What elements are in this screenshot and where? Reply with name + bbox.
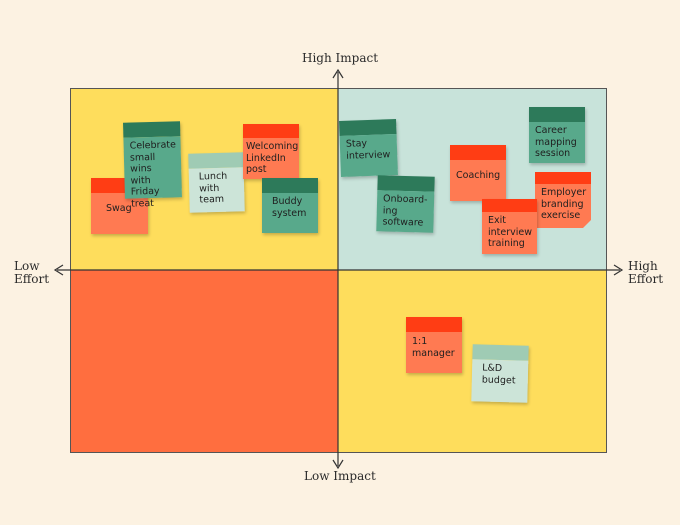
axis-label-high-effort: High Effort <box>628 259 664 286</box>
note-text: 1:1 manager <box>412 336 455 359</box>
sticky-note-lunch-with-team[interactable]: Lunch with team <box>188 152 245 213</box>
note-header <box>535 172 591 184</box>
note-text: Lunch with team <box>198 170 228 206</box>
note-text: Celebrate small wins with Friday treat <box>129 139 177 210</box>
sticky-note-l-and-d-budget[interactable]: L&D budget <box>471 344 529 403</box>
note-text: Employer branding exercise <box>541 187 587 221</box>
note-header <box>450 145 506 160</box>
sticky-note-welcoming-linkedin-post[interactable]: Welcoming LinkedIn post <box>243 124 299 179</box>
note-text: Exit interview training <box>488 215 533 249</box>
axis-label-high-impact: High Impact <box>302 51 379 65</box>
axis-label-low-effort: Low Effort <box>14 259 50 286</box>
note-text: Coaching <box>456 170 501 181</box>
sticky-note-exit-interview-training[interactable]: Exit interview training <box>482 199 537 254</box>
note-header <box>377 175 435 192</box>
note-header <box>123 121 181 138</box>
note-text: Onboard- ing software <box>382 193 428 229</box>
quadrant-low-effort-low-impact <box>70 270 338 453</box>
note-text: Stay interview <box>345 138 391 162</box>
sticky-note-celebrate-small-wins[interactable]: Celebrate small wins with Friday treat <box>123 121 182 209</box>
sticky-note-coaching[interactable]: Coaching <box>450 145 506 201</box>
sticky-note-buddy-system[interactable]: Buddy system <box>262 178 318 233</box>
note-text: Welcoming LinkedIn post <box>246 141 299 175</box>
note-header <box>188 152 244 169</box>
sticky-note-onboarding-software[interactable]: Onboard- ing software <box>376 175 435 233</box>
note-header <box>243 124 299 138</box>
note-header <box>406 317 462 332</box>
note-text: Swag <box>106 203 132 214</box>
note-header <box>529 107 585 122</box>
sticky-note-stay-interview[interactable]: Stay interview <box>339 119 398 177</box>
sticky-note-1-1-manager[interactable]: 1:1 manager <box>406 317 462 373</box>
axis-label-low-impact: Low Impact <box>304 469 376 483</box>
note-text: Career mapping session <box>535 125 577 159</box>
note-header <box>262 178 318 193</box>
note-header <box>472 344 529 361</box>
note-header <box>482 199 537 212</box>
sticky-note-employer-branding-exercise[interactable]: Employer branding exercise <box>535 172 591 228</box>
note-text: L&D budget <box>481 362 516 386</box>
note-text: Buddy system <box>272 196 307 219</box>
sticky-note-career-mapping-session[interactable]: Career mapping session <box>529 107 585 163</box>
